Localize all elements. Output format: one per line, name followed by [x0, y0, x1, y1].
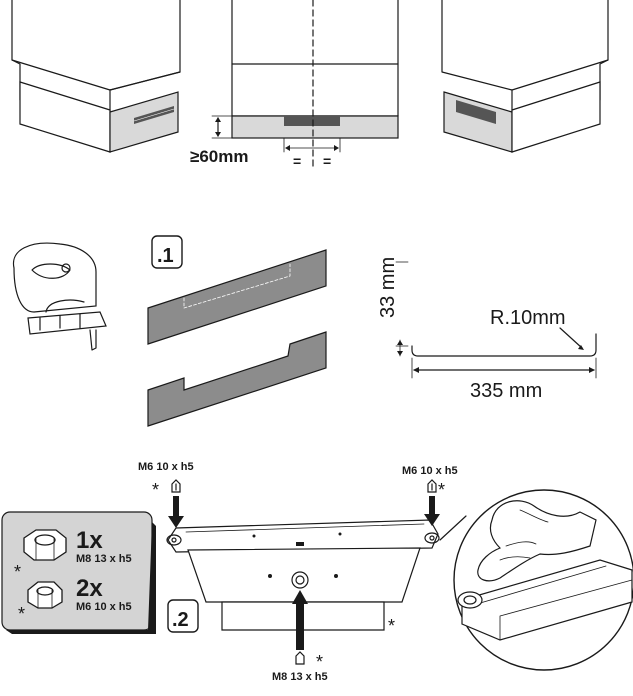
parts-box: [1, 511, 156, 634]
step-1-badge: [151, 235, 183, 269]
screw-left-label: M6 10 x h5: [138, 461, 194, 473]
part-2-asterisk: *: [18, 604, 25, 624]
step-2-badge: [167, 599, 199, 633]
vent-grill-left: [133, 106, 175, 124]
screw-right-label: M6 10 x h5: [402, 465, 458, 477]
part-1-quantity: 1x: [76, 527, 103, 554]
screw-right-asterisk: *: [438, 480, 445, 500]
radius-label: R.10mm: [490, 307, 566, 329]
width-dimension-label: 335 mm: [470, 380, 542, 402]
hand-icon: [477, 500, 597, 582]
screw-bottom-icon: [292, 590, 308, 665]
screw-left-asterisk: *: [152, 480, 159, 500]
part-1-spec: M8 13 x h5: [76, 553, 132, 565]
screw-right-icon: [424, 479, 440, 526]
plinth-panel-marked: [147, 249, 327, 345]
screw-bottom-label: M8 13 x h5: [272, 671, 328, 683]
part-2-spec: M6 10 x h5: [76, 601, 132, 613]
jigsaw-icon: [12, 242, 107, 351]
height-dimension-label: 33 mm: [377, 257, 399, 318]
part-2-quantity: 2x: [76, 575, 103, 602]
cabinet-left-view: [11, 0, 181, 153]
bracket-asterisk: *: [388, 616, 395, 636]
part-1-asterisk: *: [14, 562, 21, 582]
equal-spacing-left: =: [293, 153, 301, 169]
plinth-panel-cut: [147, 331, 327, 427]
nut-m6-icon: [27, 581, 63, 609]
cabinet-front-view: [211, 0, 399, 171]
screw-left-icon: [168, 479, 184, 528]
screw-bottom-asterisk: *: [316, 652, 323, 672]
cabinet-right-view: [441, 0, 609, 153]
nut-m8-icon: [23, 529, 67, 561]
cut-profile: [395, 261, 597, 379]
min-height-label: ≥60mm: [190, 147, 248, 166]
vent-grill-front: [284, 116, 340, 126]
step-1-label: .1: [157, 245, 174, 267]
zoom-detail-circle: [439, 489, 633, 671]
step-2-label: .2: [172, 609, 189, 631]
equal-spacing-right: =: [323, 153, 331, 169]
vent-grill-right: [456, 100, 496, 124]
